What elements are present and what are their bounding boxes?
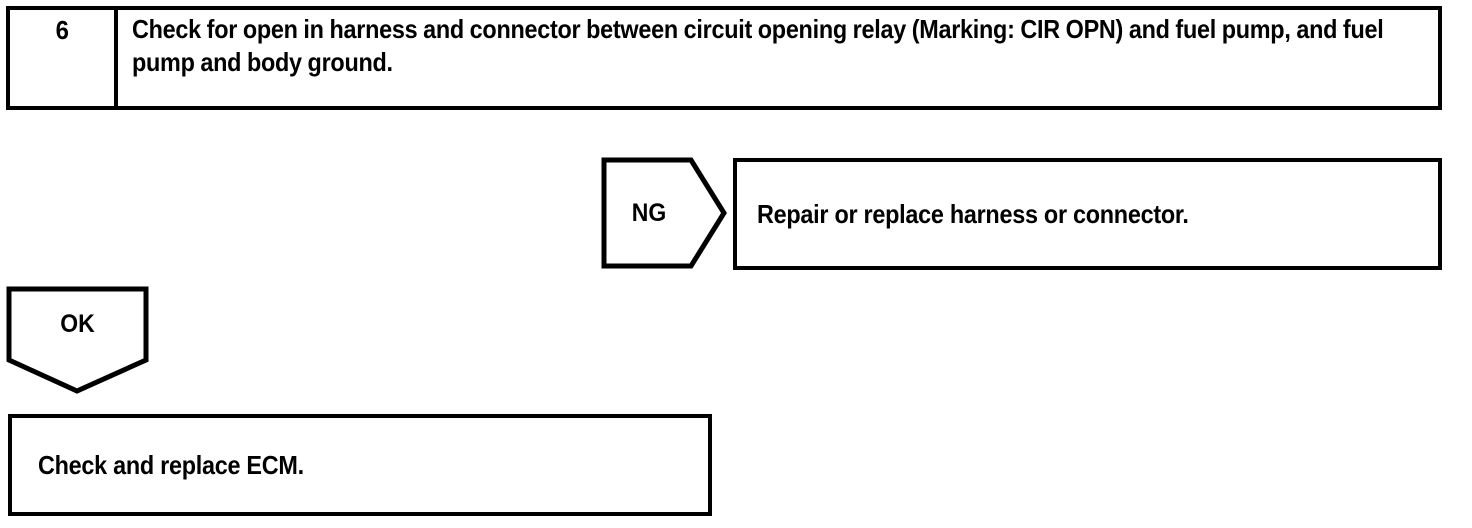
repair-action-text: Repair or replace harness or connector.: [757, 198, 1189, 229]
repair-action-box: Repair or replace harness or connector.: [733, 158, 1442, 270]
step-instruction-text: Check for open in harness and connector …: [132, 14, 1384, 77]
step-instruction-cell: Check for open in harness and connector …: [122, 10, 1438, 106]
ng-pentagon-icon: [601, 157, 727, 269]
ng-branch-label: NG: [631, 198, 667, 227]
ng-branch-arrow: NG: [601, 157, 727, 269]
ecm-action-text: Check and replace ECM.: [38, 449, 304, 480]
step-number-cell: 6: [10, 10, 118, 106]
step-number-value: 6: [55, 15, 69, 45]
ecm-action-box: Check and replace ECM.: [8, 414, 712, 516]
ok-branch-arrow: OK: [6, 286, 149, 394]
diagnostic-step-table: 6 Check for open in harness and connecto…: [6, 6, 1442, 110]
ok-branch-label: OK: [60, 309, 95, 338]
ok-pentagon-icon: [6, 286, 149, 394]
